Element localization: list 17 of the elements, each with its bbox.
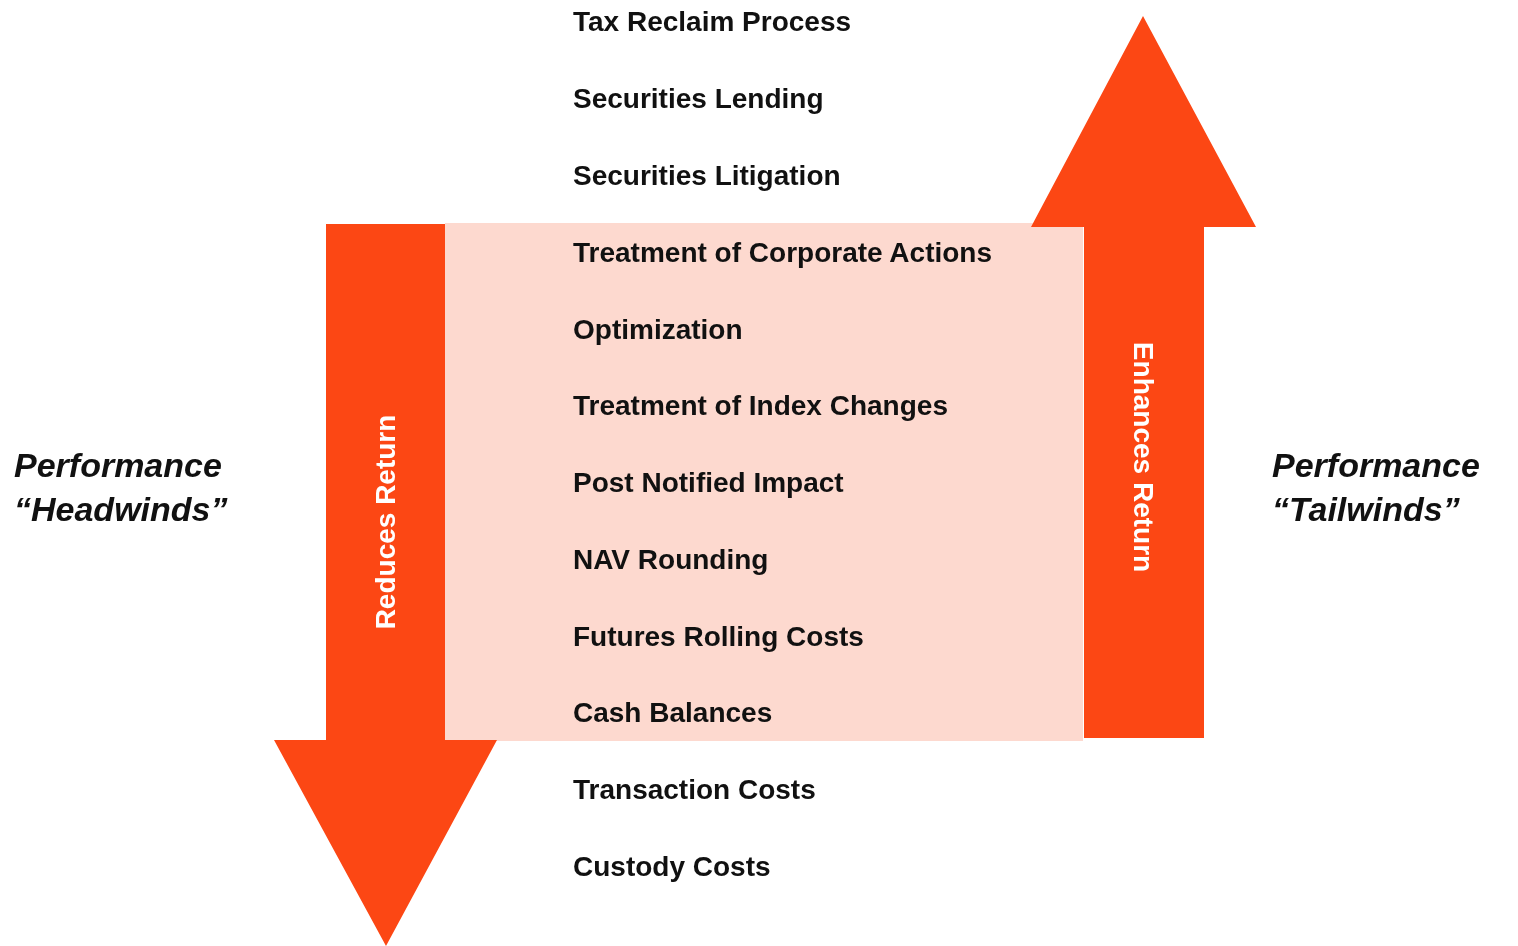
factor-label: Custody Costs	[573, 851, 771, 883]
shaded-band	[445, 223, 1083, 741]
factor-label: Treatment of Index Changes	[573, 391, 948, 422]
factor-label: Futures Rolling Costs	[573, 621, 864, 652]
arrow-label: Enhances Return	[1129, 341, 1157, 573]
factor-label: Securities Lending	[573, 83, 824, 115]
factor-label: Cash Balances	[573, 697, 773, 729]
factor-label: NAV Rounding	[573, 544, 769, 576]
factor-label: Post Notified Impact	[573, 467, 844, 499]
arrow-label: Reduces Return	[372, 414, 400, 630]
factor-label: Tax Reclaim Process	[573, 6, 852, 38]
factor-label: Treatment of Corporate Actions	[573, 237, 992, 269]
side-heading: Performance “Headwinds”	[14, 445, 229, 531]
factor-label: Securities Litigation	[573, 160, 841, 192]
factor-label: Optimization	[573, 314, 743, 346]
side-heading: Performance “Tailwinds”	[1272, 445, 1481, 531]
factor-label: Transaction Costs	[573, 774, 816, 806]
